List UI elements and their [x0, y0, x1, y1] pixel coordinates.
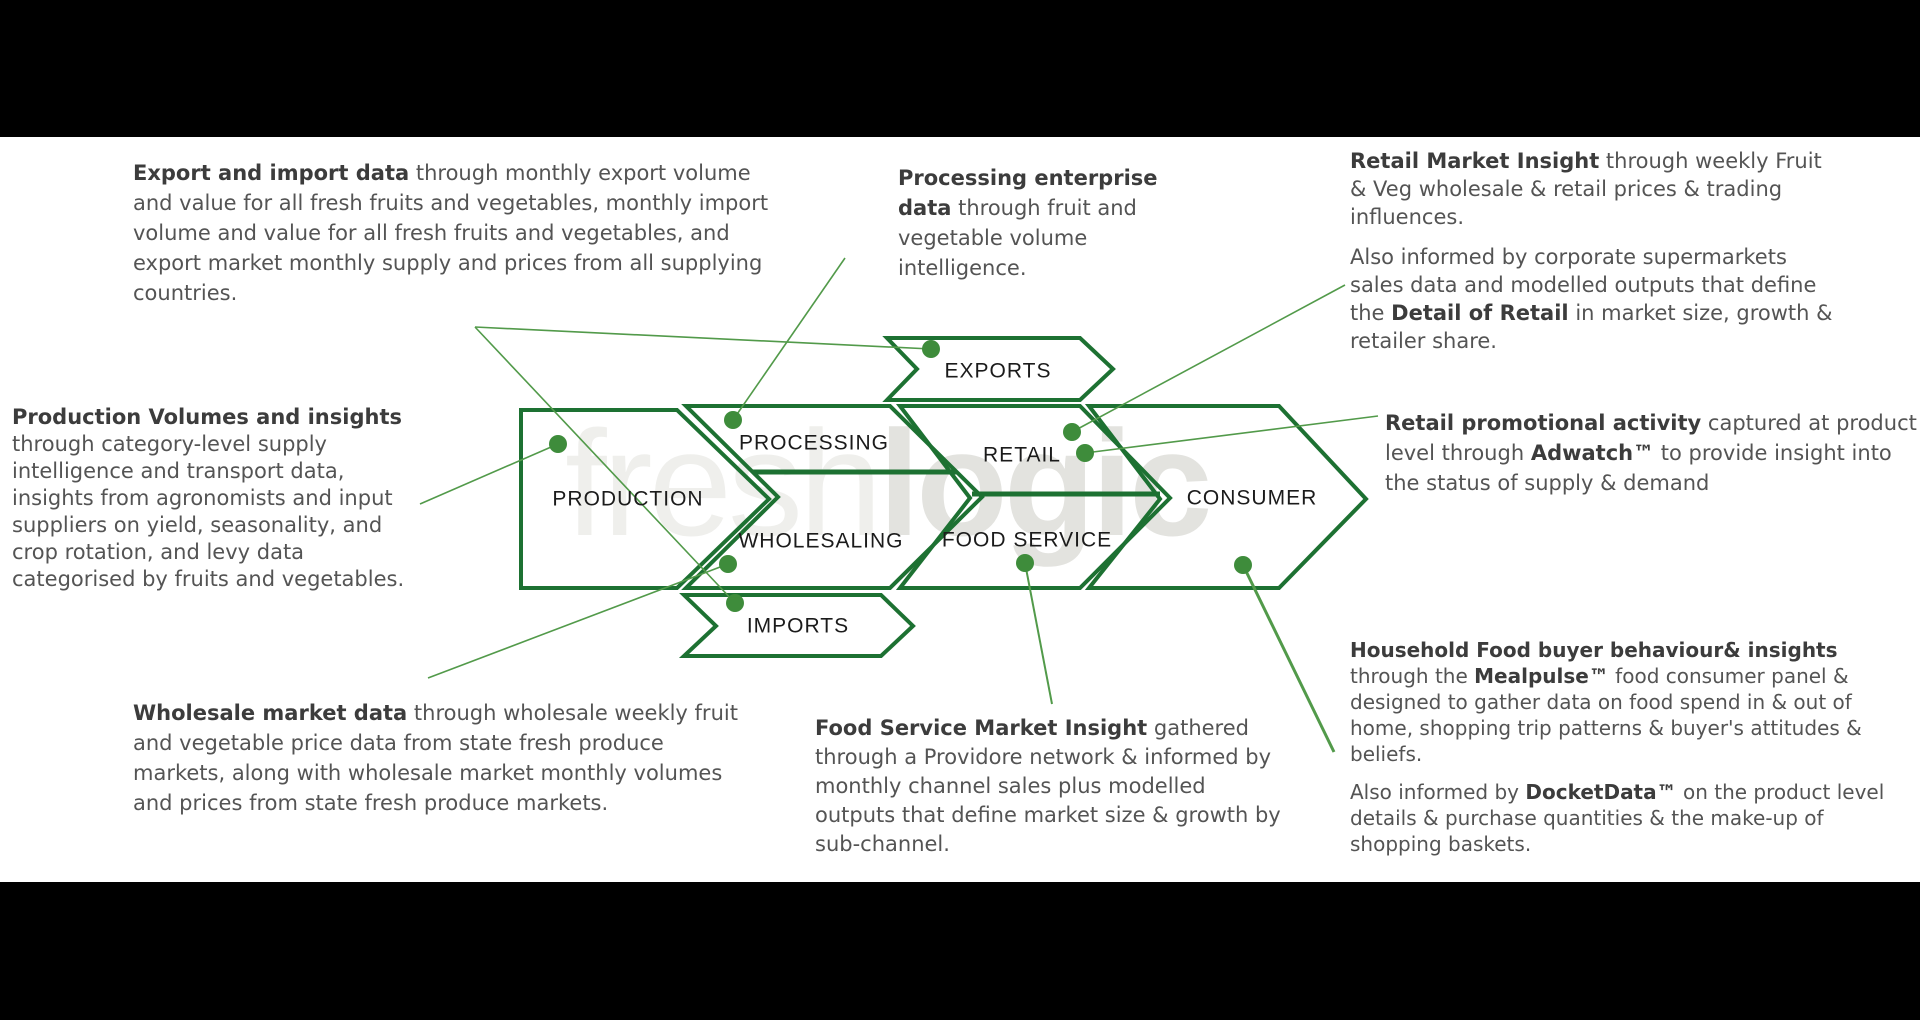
letterbox-bottom — [0, 882, 1920, 1020]
processing-callout — [732, 257, 846, 421]
processing-label: PROCESSING — [739, 432, 889, 455]
production-label: PRODUCTION — [552, 488, 703, 511]
consumer-label: CONSUMER — [1187, 487, 1318, 510]
food-service-callout-dot — [1016, 554, 1034, 572]
imports-label: IMPORTS — [747, 615, 849, 638]
retail-promo-callout — [1084, 415, 1379, 454]
export-import-note-lead: Export and import data — [133, 161, 410, 185]
imports-chevron — [678, 593, 916, 658]
household-buyer-note-text: food consumer panel & designed to gather… — [1350, 664, 1862, 766]
wholesale-market-note-text: through wholesale weekly fruit and veget… — [133, 701, 738, 815]
production-chevron — [519, 408, 772, 590]
retail-market-insight-note-paragraph: Retail Market Insight through weekly Fru… — [1350, 147, 1840, 231]
food-service-note-lead: Food Service Market Insight — [815, 716, 1148, 740]
retail-market-callout — [1071, 284, 1346, 433]
production-callout-dot — [549, 435, 567, 453]
wholesale-market-note: Wholesale market data through wholesale … — [133, 698, 743, 818]
food-service-note-paragraph: Food Service Market Insight gathered thr… — [815, 714, 1290, 859]
freshlogic-watermark: freshlogic — [565, 399, 1209, 567]
household-buyer-note-text: through the — [1350, 664, 1475, 688]
retail-market-insight-note-lead: Detail of Retail — [1391, 301, 1569, 325]
consumer-callout — [1241, 564, 1336, 753]
wholesale-market-note-paragraph: Wholesale market data through wholesale … — [133, 698, 743, 818]
processing-wholesaling-chevron — [681, 404, 985, 590]
retail-market-insight-note-text: in market size, growth & retailer share. — [1350, 301, 1833, 353]
consumer-callout-dot — [1234, 556, 1252, 574]
household-buyer-note-lead: Household Food buyer behaviour& insights — [1350, 638, 1838, 662]
household-buyer-note-lead: Mealpulse™ — [1474, 664, 1609, 688]
retail-label: RETAIL — [983, 444, 1061, 467]
household-buyer-note-text: on the product level details & purchase … — [1350, 780, 1885, 856]
retail-market-insight-note-lead: Retail Market Insight — [1350, 149, 1600, 173]
imports-callout-dot — [726, 594, 744, 612]
food-service-callout — [1024, 562, 1053, 705]
household-buyer-note-lead: DocketData™ — [1525, 780, 1677, 804]
processing-callout-dot — [724, 411, 742, 429]
production-volumes-note-paragraph: Production Volumes and insights through … — [12, 404, 412, 593]
exports-label: EXPORTS — [945, 360, 1052, 383]
production-callout — [419, 443, 559, 505]
retail-promotional-note-lead: Retail promotional activity — [1385, 411, 1702, 435]
wholesaling-label: WHOLESALING — [738, 530, 903, 553]
retail-market-insight-note: Retail Market Insight through weekly Fru… — [1350, 147, 1840, 355]
processing-enterprise-note: Processing enterprise data through fruit… — [898, 163, 1218, 283]
retail-promotional-note-text: captured at product level through — [1385, 411, 1917, 465]
processing-enterprise-note-paragraph: Processing enterprise data through fruit… — [898, 163, 1218, 283]
retail-market-insight-note-text: through weekly Fruit & Veg wholesale & r… — [1350, 149, 1822, 229]
export-import-note: Export and import data through monthly e… — [133, 158, 793, 308]
food-service-note-text: gathered through a Providore network & i… — [815, 716, 1281, 856]
wholesale-market-note-lead: Wholesale market data — [133, 701, 408, 725]
exports-callout-dot — [922, 340, 940, 358]
exports-callout — [474, 326, 932, 350]
export-import-note-paragraph: Export and import data through monthly e… — [133, 158, 793, 308]
household-buyer-note-paragraph: Household Food buyer behaviour& insights… — [1350, 637, 1910, 767]
processing-enterprise-note-lead: Processing enterprise data — [898, 166, 1158, 220]
imports-callout — [474, 326, 736, 604]
retail-promotional-note: Retail promotional activity captured at … — [1385, 408, 1920, 498]
production-volumes-note: Production Volumes and insights through … — [12, 404, 412, 593]
household-buyer-note: Household Food buyer behaviour& insights… — [1350, 637, 1910, 857]
consumer-chevron — [1084, 404, 1369, 590]
retail-market-callout-dot — [1063, 423, 1081, 441]
food-service-label: FOOD SERVICE — [942, 529, 1112, 552]
household-buyer-note-text: Also informed by — [1350, 780, 1526, 804]
production-volumes-note-text: through category-level supply intelligen… — [12, 432, 405, 591]
retail-promotional-note-paragraph: Retail promotional activity captured at … — [1385, 408, 1920, 498]
processing-enterprise-note-text: through fruit and vegetable volume intel… — [898, 196, 1137, 280]
household-buyer-note-paragraph: Also informed by DocketData™ on the prod… — [1350, 779, 1910, 857]
retail-foodservice-chevron — [895, 404, 1173, 590]
exports-chevron — [882, 336, 1116, 402]
retail-market-insight-note-paragraph: Also informed by corporate supermarkets … — [1350, 243, 1840, 355]
wholesaling-callout-dot — [719, 555, 737, 573]
retail-promotional-note-text: to provide insight into the status of su… — [1385, 441, 1892, 495]
food-service-note: Food Service Market Insight gathered thr… — [815, 714, 1290, 859]
wholesaling-callout — [427, 563, 729, 679]
export-import-note-text: through monthly export volume and value … — [133, 161, 769, 305]
retail-promotional-note-lead: Adwatch™ — [1530, 441, 1655, 465]
retail-promo-callout-dot — [1076, 444, 1094, 462]
watermark-fresh: fresh — [565, 399, 878, 567]
production-volumes-note-lead: Production Volumes and insights — [12, 405, 402, 429]
retail-market-insight-note-text: Also informed by corporate supermarkets … — [1350, 245, 1817, 325]
letterbox-top — [0, 0, 1920, 137]
